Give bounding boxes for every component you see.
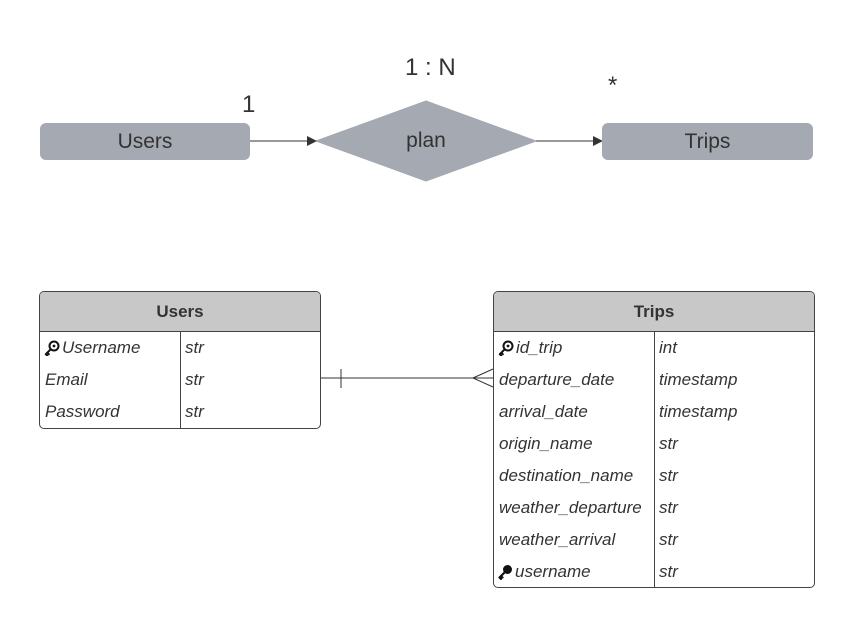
right-cardinality-label: * xyxy=(608,72,618,99)
column-name-text: Email xyxy=(45,370,88,389)
table-row[interactable]: weather_arrival str xyxy=(494,524,814,556)
column-name-text: departure_date xyxy=(499,370,615,389)
column-type: timestamp xyxy=(659,370,738,389)
column-name-text: weather_arrival xyxy=(499,530,616,549)
column-name: Password xyxy=(40,396,180,428)
crowfoot-upper xyxy=(472,368,494,379)
trips-column-divider xyxy=(654,332,655,587)
relationship-diamond[interactable] xyxy=(315,100,537,182)
users-table-header: Users xyxy=(40,292,320,332)
column-name-text: Username xyxy=(62,338,141,357)
column-name: Email xyxy=(40,364,180,396)
entity-trips[interactable]: Trips xyxy=(602,123,813,160)
column-name: username xyxy=(494,556,654,587)
table-row[interactable]: username str xyxy=(494,556,814,587)
table-row[interactable]: arrival_date timestamp xyxy=(494,396,814,428)
column-type: str xyxy=(659,562,678,581)
users-column-divider xyxy=(180,332,181,428)
column-name: destination_name xyxy=(494,460,654,492)
entity-users[interactable]: Users xyxy=(40,123,250,160)
key-icon xyxy=(498,340,514,356)
column-type: str xyxy=(185,402,204,421)
column-name-text: Password xyxy=(45,402,120,421)
relation-one-to-many xyxy=(320,368,494,388)
column-name-text: arrival_date xyxy=(499,402,588,421)
table-row[interactable]: destination_name str xyxy=(494,460,814,492)
column-name-text: destination_name xyxy=(499,466,634,485)
table-row[interactable]: departure_date timestamp xyxy=(494,364,814,396)
column-name: weather_arrival xyxy=(494,524,654,556)
column-type: str xyxy=(659,498,678,517)
table-row[interactable]: id_trip int xyxy=(494,332,814,364)
column-name: origin_name xyxy=(494,428,654,460)
column-type: str xyxy=(185,370,204,389)
column-name-text: username xyxy=(515,562,591,581)
column-type: timestamp xyxy=(659,402,738,421)
trips-table-header: Trips xyxy=(494,292,814,332)
column-name: arrival_date xyxy=(494,396,654,428)
relationship-label: plan xyxy=(406,129,446,152)
column-type: str xyxy=(185,338,204,357)
column-name: departure_date xyxy=(494,364,654,396)
left-cardinality-label: 1 xyxy=(242,91,256,118)
column-type: str xyxy=(659,434,678,453)
ratio-label: 1 : N xyxy=(405,54,456,81)
column-name-text: origin_name xyxy=(499,434,593,453)
column-type: int xyxy=(659,338,677,357)
table-row[interactable]: Email str xyxy=(40,364,320,396)
table-row[interactable]: Password str xyxy=(40,396,320,428)
column-name-text: id_trip xyxy=(516,338,563,357)
column-name-text: weather_departure xyxy=(499,498,642,517)
key-icon xyxy=(44,340,60,356)
column-name: Username xyxy=(40,332,180,364)
column-type: str xyxy=(659,466,678,485)
crowfoot-lower xyxy=(472,377,494,388)
table-row[interactable]: origin_name str xyxy=(494,428,814,460)
column-type: str xyxy=(659,530,678,549)
foreign-key-icon xyxy=(498,564,513,580)
column-name: id_trip xyxy=(494,332,654,364)
table-row[interactable]: Username str xyxy=(40,332,320,364)
table-row[interactable]: weather_departure str xyxy=(494,492,814,524)
column-name: weather_departure xyxy=(494,492,654,524)
